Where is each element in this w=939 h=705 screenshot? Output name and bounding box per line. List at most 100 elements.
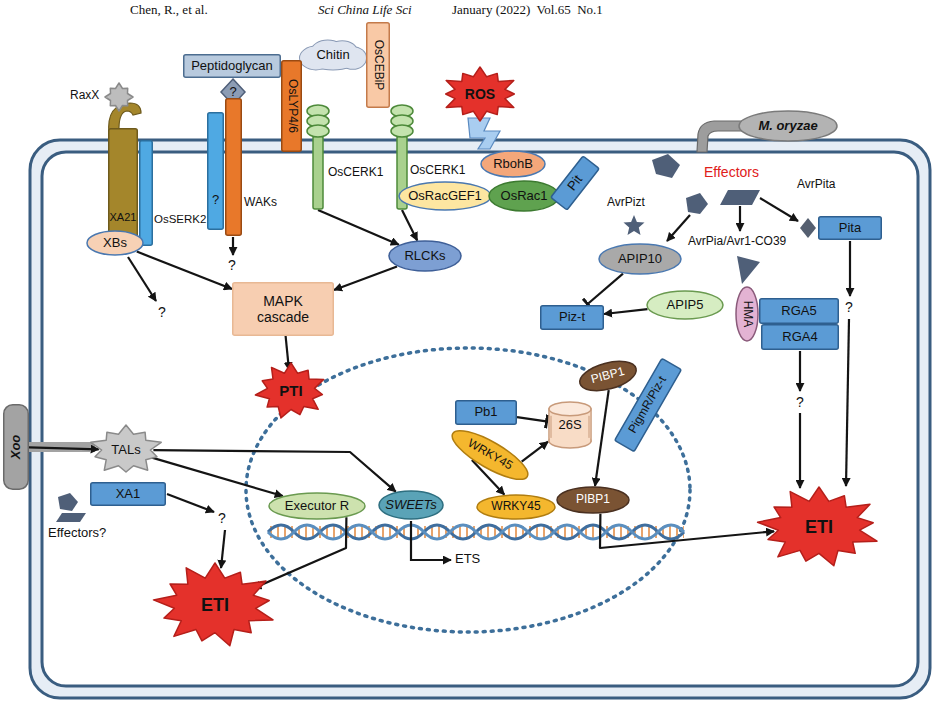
node-shape <box>108 128 138 246</box>
inhibition-connector <box>587 274 624 305</box>
star-outline <box>154 563 274 646</box>
effector-shape <box>686 193 708 214</box>
node-label: XA21 <box>110 211 137 224</box>
arrow-line <box>739 206 741 231</box>
arrow-line <box>846 319 849 486</box>
node-label: Piz-t <box>559 310 585 325</box>
node-shape <box>207 112 224 230</box>
arrow-connector <box>595 390 609 486</box>
arrow-line <box>411 521 451 560</box>
arrow-connector <box>151 457 283 496</box>
box-outline <box>456 401 517 425</box>
node-label: RaxX <box>70 89 99 103</box>
arrow-connector <box>318 210 399 245</box>
running-header: Chen, R., et al. <box>130 3 208 18</box>
effector-shape <box>720 190 760 205</box>
ellipse-outline <box>379 491 443 519</box>
arrow-connector <box>600 514 774 548</box>
node-label: PIBP1 <box>576 493 610 507</box>
fungal-hook <box>697 121 742 152</box>
nucleus-envelope <box>246 348 690 632</box>
protein-ellipse: OsRac1 <box>488 180 560 212</box>
node-label: WRKY45 <box>491 500 540 514</box>
star-outline <box>91 425 161 472</box>
arrow-line <box>849 241 851 296</box>
pathogen-body: Xoo <box>3 404 29 490</box>
arrow-line <box>799 351 801 391</box>
box-outline <box>551 156 599 210</box>
cell-membrane-inner <box>42 152 918 686</box>
protein-ellipse: APIP5 <box>646 290 724 320</box>
effector-shape <box>56 513 86 522</box>
protein-ellipse: APIP10 <box>598 243 682 275</box>
arrow-connector <box>29 447 99 449</box>
immunity-star: ETI <box>152 562 278 648</box>
box-outline <box>762 325 839 350</box>
protein-ellipse: PIBP1 <box>556 486 630 514</box>
node-label: Executor R <box>285 499 349 514</box>
receptor-bar: OsLYP4/6 <box>281 60 302 152</box>
node-label: ? <box>229 85 236 100</box>
ellipse-outline <box>736 287 758 341</box>
node-label: SWEETs <box>385 498 437 513</box>
node-label: M. oryzae <box>758 119 817 134</box>
protein-ellipse: WRKY45 <box>476 494 556 520</box>
node-label: APIP5 <box>667 298 704 313</box>
arrow-line <box>232 237 234 255</box>
node-label: OsCERK1 <box>328 166 383 180</box>
resistance-box: Pb1 <box>455 400 517 425</box>
node-label: RGA5 <box>781 304 816 319</box>
domain-ellipse: HMA <box>735 286 759 342</box>
receptor-stalk <box>313 136 323 209</box>
arrow-connector <box>402 210 417 240</box>
box-outline <box>615 358 682 451</box>
node-label: RLCKs <box>404 249 445 264</box>
box-outline <box>233 283 334 336</box>
arrow-connector <box>286 336 289 370</box>
node-label: ROS <box>465 86 495 102</box>
box-outline <box>140 141 153 246</box>
resistance-box: XA1 <box>90 482 166 506</box>
ellipse-outline <box>481 151 545 177</box>
arrow-connector <box>153 450 395 492</box>
node-label: PTI <box>279 382 302 399</box>
resistance-box: Pita <box>818 216 882 240</box>
box-outline <box>282 61 302 152</box>
box-outline <box>226 99 242 236</box>
effector-label: AvrPia/Avr1-CO39 <box>688 235 786 249</box>
immunity-star: ETI <box>756 486 882 568</box>
node-label: Chitin <box>316 48 349 63</box>
resistance-box: RGA5 <box>759 298 839 324</box>
receptor-bar: OsCEBiP <box>366 22 390 108</box>
ligand-box: Peptidoglycan <box>183 54 281 78</box>
running-header: January (2022) Vol.65 No.1 <box>452 3 603 18</box>
effector-label: Effectors <box>704 164 759 180</box>
cylinder-stripe <box>589 416 590 438</box>
node-label: ETI <box>201 595 229 616</box>
node-label: RGA4 <box>782 330 817 345</box>
node-label: OsLYP4/6 <box>285 79 299 133</box>
ellipse-outline <box>577 356 640 396</box>
node-label: WAKs <box>244 196 277 210</box>
ros-bolt <box>468 118 500 149</box>
star-outline <box>255 363 323 418</box>
receptor-bar: XA21 <box>108 128 138 246</box>
process-box: MAPK cascade <box>232 282 334 336</box>
node-label: Peptidoglycan <box>191 59 273 74</box>
protein-ellipse: OsRacGEF1 <box>398 181 492 211</box>
unknown-mark: ? <box>158 304 166 320</box>
ellipse-outline <box>269 493 365 519</box>
gene-ellipse: SWEETs <box>378 490 444 520</box>
arrow-connector <box>522 442 548 462</box>
node-label: XBs <box>103 236 127 251</box>
box-outline <box>819 217 882 240</box>
ellipse-outline <box>599 244 681 274</box>
arrow-line <box>221 530 225 568</box>
box-outline <box>760 299 839 324</box>
unknown-mark: ? <box>228 257 236 273</box>
receptor-bar: ? <box>207 112 224 230</box>
effector-shape <box>58 493 78 511</box>
immunity-star: PTI <box>254 362 328 420</box>
ellipse-outline <box>399 182 491 210</box>
